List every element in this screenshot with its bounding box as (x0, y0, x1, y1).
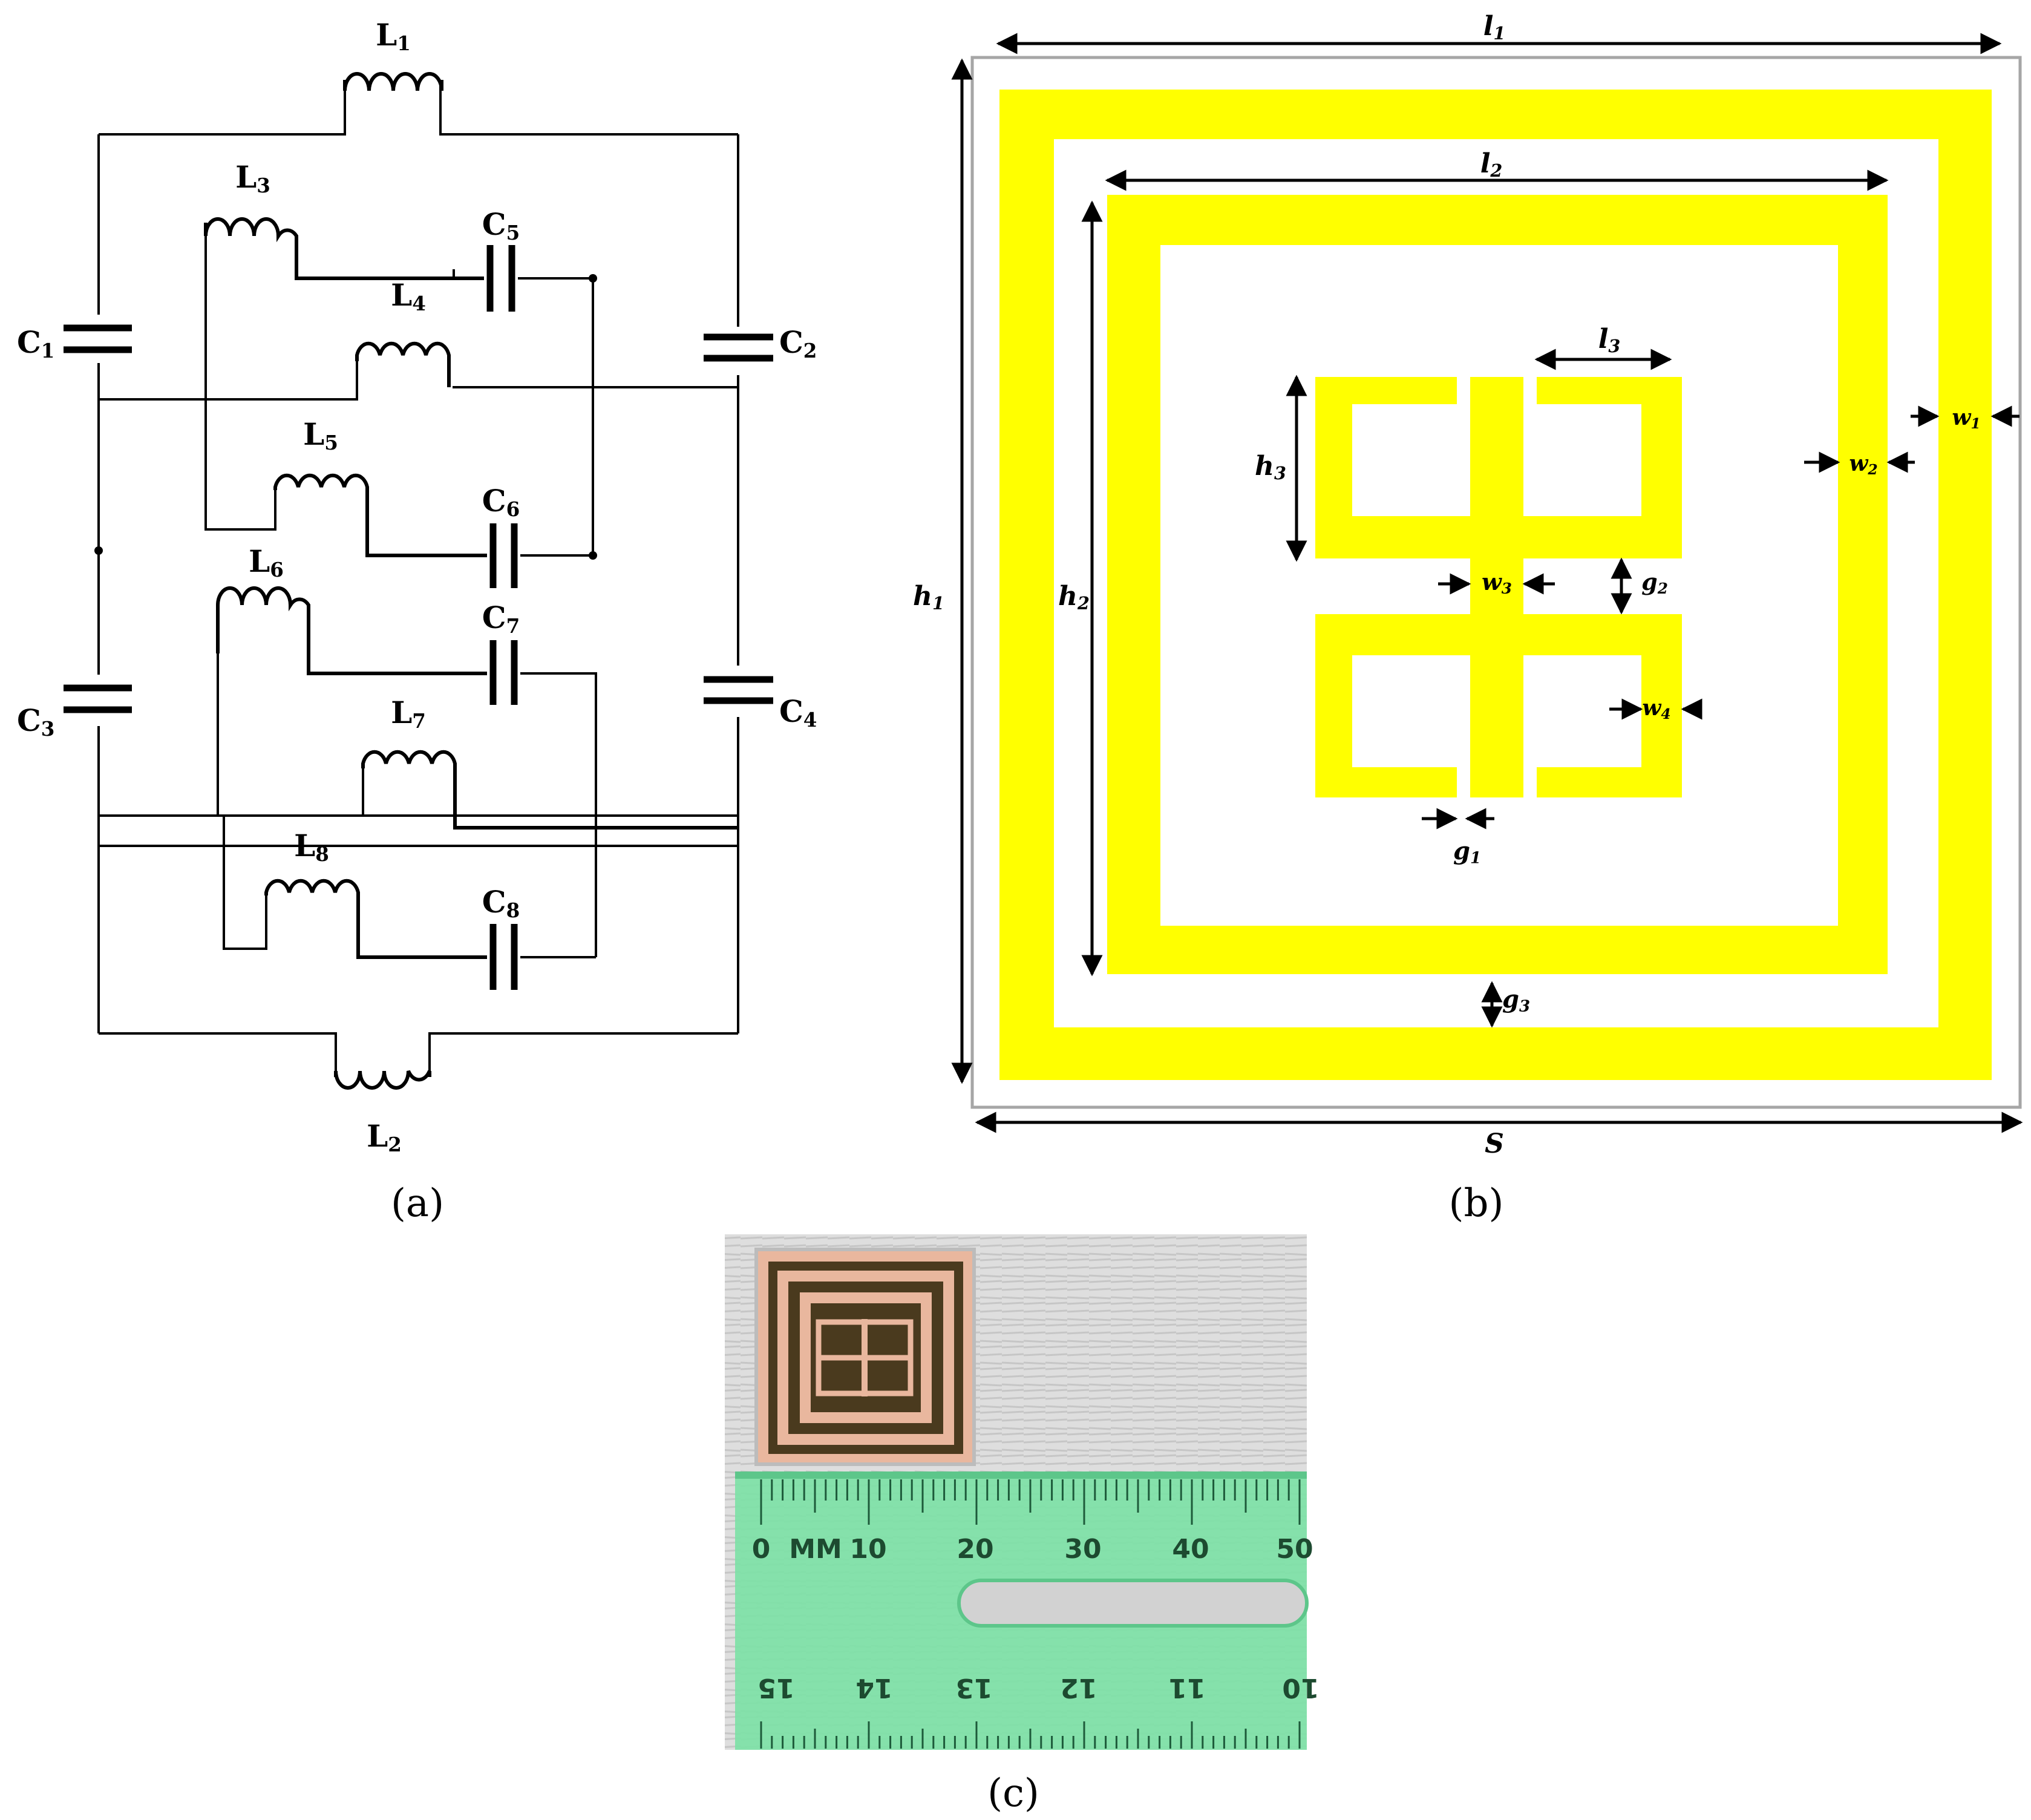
caption-a: (a) (391, 1181, 444, 1226)
label-L6: L6 (249, 543, 284, 581)
ruler-bottom-12: 12 (1060, 1672, 1097, 1703)
label-w3: w3 (1482, 568, 1512, 597)
label-g3: g3 (1502, 985, 1530, 1016)
wire-top (99, 80, 738, 136)
ruler-label-10: 10 (849, 1534, 886, 1565)
inductor-L6-symbol (216, 586, 487, 675)
ruler-label-mm: MM (789, 1534, 842, 1565)
label-L2: L2 (367, 1118, 402, 1156)
fabricated-prototype-photo: 0 MM 10 20 30 40 50 15 14 13 12 11 10 (725, 1234, 1320, 1750)
label-L3: L3 (235, 159, 270, 197)
label-C4: C4 (779, 693, 817, 732)
circuit-diagram: L1 L2 L3 L4 L5 L6 L7 L8 C1 C2 C3 C4 C5 C… (17, 17, 817, 1156)
ruler: 0 MM 10 20 30 40 50 15 14 13 12 11 10 (735, 1471, 1320, 1750)
inductor-L1-symbol (343, 72, 443, 91)
label-s: S (1485, 1128, 1504, 1159)
label-L8: L8 (294, 828, 329, 866)
unit-cell-layout: l1 S h1 l2 h2 l3 h3 w3 g2 w4 g1 g3 w2 w1 (913, 11, 2023, 1159)
inductor-L4-symbol (355, 341, 451, 387)
label-w2: w2 (1849, 451, 1877, 478)
label-L5: L5 (303, 416, 338, 454)
label-l2: l2 (1480, 148, 1503, 181)
inductor-L3-symbol (204, 217, 484, 280)
inductor-L2-symbol (334, 1070, 431, 1090)
wire-bottom (99, 1032, 738, 1077)
inductor-L8-symbol (264, 879, 487, 959)
label-h1: h1 (913, 581, 944, 614)
label-C1: C1 (17, 324, 54, 362)
caption-c: (c) (987, 1771, 1039, 1816)
inductor-L7-symbol (361, 750, 738, 830)
label-L7: L7 (391, 695, 426, 733)
label-C5: C5 (482, 206, 520, 244)
ruler-label-50: 50 (1276, 1534, 1313, 1565)
ruler-bottom-10: 10 (1282, 1672, 1319, 1703)
ruler-bottom-14: 14 (855, 1672, 892, 1703)
label-l3: l3 (1598, 324, 1621, 356)
label-C2: C2 (779, 324, 817, 362)
ruler-label-40: 40 (1172, 1534, 1209, 1565)
label-g2: g2 (1641, 568, 1668, 597)
caption-b: (b) (1449, 1181, 1504, 1226)
ruler-bottom-15: 15 (757, 1672, 794, 1703)
ruler-label-20: 20 (957, 1534, 993, 1565)
label-C8: C8 (482, 884, 520, 922)
prototype-board (754, 1248, 976, 1466)
ruler-bottom-13: 13 (955, 1672, 992, 1703)
label-g1: g1 (1453, 837, 1481, 868)
label-L1: L1 (376, 17, 411, 55)
label-l1: l1 (1483, 11, 1506, 44)
inductor-L5-symbol (273, 473, 487, 557)
label-C3: C3 (17, 702, 54, 741)
label-w4: w4 (1642, 695, 1670, 722)
ruler-bottom-11: 11 (1168, 1672, 1205, 1703)
label-L4: L4 (391, 277, 426, 315)
ruler-label-30: 30 (1064, 1534, 1101, 1565)
label-C7: C7 (482, 600, 520, 638)
central-resonator (1315, 377, 1682, 797)
label-h3: h3 (1255, 451, 1286, 483)
label-w1: w1 (1952, 405, 1980, 432)
ruler-label-0: 0 (752, 1534, 771, 1565)
label-C6: C6 (482, 483, 520, 521)
label-h2: h2 (1058, 581, 1090, 614)
